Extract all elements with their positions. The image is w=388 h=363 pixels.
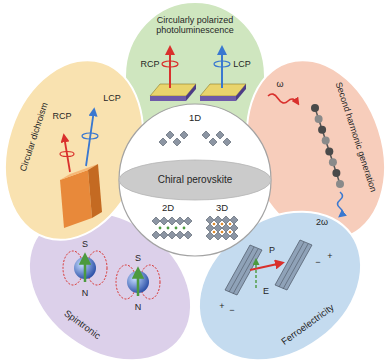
spin-magnet-illustration [137, 270, 140, 296]
center-band-outline [119, 160, 271, 200]
vector-label: P [269, 245, 275, 255]
pole-label: N [82, 288, 89, 298]
petal: Spintronic [28, 212, 191, 361]
cpl-film-illustration [221, 48, 223, 88]
petal-title: Ferroelectricity [280, 302, 337, 347]
polarization-label: LCP [103, 93, 121, 103]
petal: Circular dichroism [3, 60, 143, 241]
cpl-film-illustration [150, 96, 186, 101]
petal-title: Circular dichroism [18, 101, 50, 173]
cpl-film-illustration [169, 48, 171, 88]
dichroism-crystal-illustration [60, 170, 92, 228]
perovskite-structures [221, 231, 224, 234]
petal-title: Spintronic [62, 308, 103, 342]
perovskite-structures [221, 223, 224, 226]
center-title: Chiral perovskite [158, 174, 232, 186]
polarization-label: RCP [52, 111, 71, 121]
perovskite-structures [229, 231, 232, 234]
shg-chain-illustration [311, 104, 319, 112]
shg-chain-illustration [322, 137, 330, 145]
frequency-label: 2ω [316, 217, 328, 227]
perovskite-structures [175, 227, 178, 230]
polarization-label: RCP [140, 59, 159, 69]
shg-chain-illustration [332, 169, 340, 177]
petal-outline [0, 42, 165, 258]
perovskite-structures [229, 223, 232, 226]
perovskite-structures [213, 231, 216, 234]
polarization-label: LCP [233, 59, 251, 69]
petal-outline [28, 212, 191, 361]
perovskite-structures [183, 227, 186, 230]
shg-chain-illustration [318, 126, 326, 134]
pole-label: S [82, 239, 88, 249]
perovskite-structures [213, 223, 216, 226]
dimension-label: 3D [216, 203, 228, 214]
shg-chain-illustration [329, 158, 337, 166]
center-band: Chiral perovskite [119, 160, 271, 200]
shg-chain-illustration [336, 180, 344, 188]
vector-label: E [263, 286, 269, 296]
spin-magnet-illustration [84, 256, 87, 282]
petal: Circularly polarized photoluminescence [125, 2, 265, 150]
dimension-label: 1D [189, 113, 201, 124]
petal-outline [125, 2, 265, 150]
charge-sign: + [219, 301, 224, 311]
center-circle-outline [119, 104, 271, 256]
cpl-film-illustration [200, 96, 236, 101]
perovskite-structures [167, 227, 170, 230]
charge-sign: − [315, 257, 320, 267]
pole-label: S [135, 253, 141, 263]
shg-chain-illustration [315, 115, 323, 123]
petal-title: Second harmonic generation [333, 81, 378, 194]
petal: Ferroelectricity [199, 212, 362, 361]
petal: Second harmonic generation [247, 60, 387, 241]
center-circle: 1D 2D 3D Chiral perovskite [119, 104, 271, 256]
pole-label: N [135, 302, 142, 312]
perovskite-structures [159, 227, 162, 230]
petal-outline [170, 181, 388, 363]
shg-chain-illustration [325, 147, 333, 155]
dimension-label: 2D [162, 203, 174, 214]
petal-title: Circularly polarized photoluminescence [139, 15, 251, 36]
charge-sign: − [229, 305, 234, 315]
charge-sign: + [327, 251, 332, 261]
frequency-label: ω [276, 79, 283, 89]
